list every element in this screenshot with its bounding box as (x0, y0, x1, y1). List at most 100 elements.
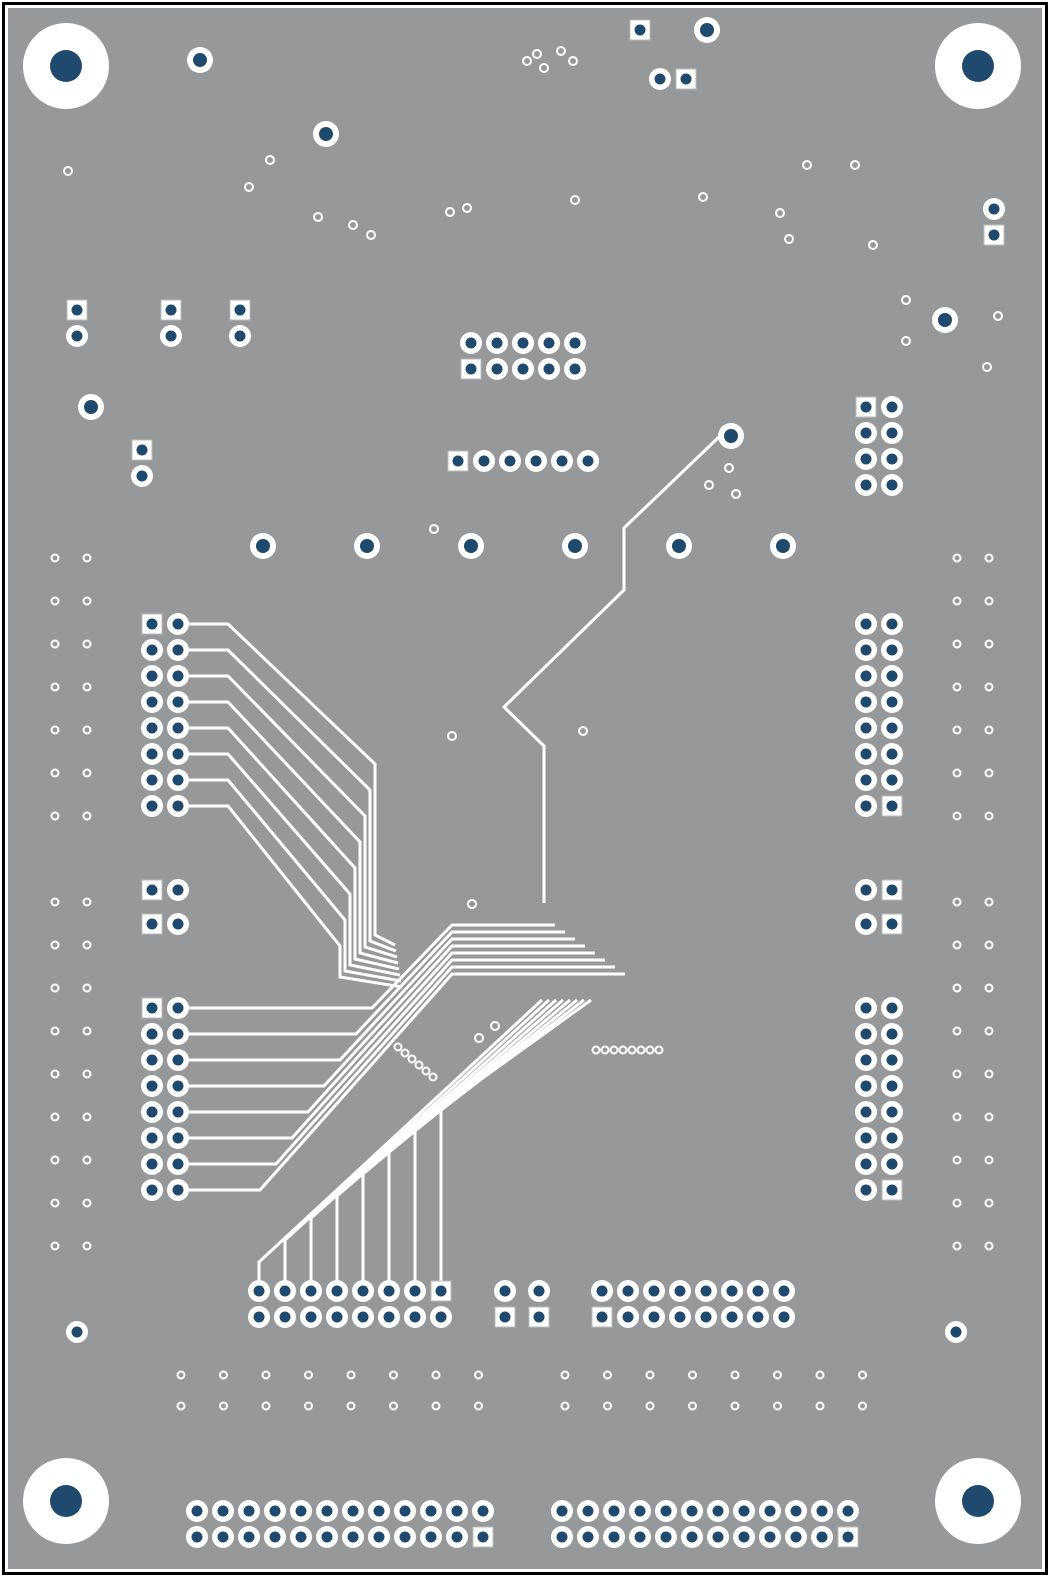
drill-hole (700, 1285, 712, 1297)
via-icon (724, 463, 734, 473)
drill-hole (279, 1311, 291, 1323)
drill-hole (146, 1184, 158, 1196)
via-icon (393, 1042, 403, 1052)
drill-hole (234, 304, 246, 316)
via-icon (815, 1370, 825, 1380)
drill-hole (860, 670, 872, 682)
via-icon (627, 1045, 637, 1055)
drill-hole (860, 696, 872, 708)
via-icon (389, 1401, 398, 1411)
pcb-trace (178, 972, 625, 1192)
via-icon (313, 212, 323, 222)
drill-hole (71, 1326, 83, 1338)
via-icon (50, 1069, 60, 1079)
drill-hole (172, 1028, 184, 1040)
via-icon (82, 725, 92, 735)
via-icon (984, 1026, 994, 1036)
drill-hole (146, 1132, 158, 1144)
via-icon (952, 940, 962, 950)
drill-hole (752, 1285, 764, 1297)
drill-hole (790, 1505, 802, 1517)
via-icon (984, 811, 994, 821)
via-icon (304, 1401, 313, 1411)
via-icon (82, 1026, 92, 1036)
drill-hole (243, 1531, 255, 1543)
via-icon (603, 1401, 612, 1411)
drill-hole (738, 1505, 750, 1517)
via-icon (462, 203, 472, 213)
via-icon (984, 897, 994, 907)
drill-hole (146, 1080, 158, 1092)
via-icon (868, 240, 878, 250)
via-icon (952, 811, 962, 821)
drill-hole (172, 644, 184, 656)
via-icon (600, 1045, 610, 1055)
via-icon (802, 160, 812, 170)
via-icon (82, 768, 92, 778)
via-icon (984, 1069, 994, 1079)
drill-hole (465, 363, 477, 375)
drill-hole (477, 1505, 489, 1517)
drill-hole (764, 1505, 776, 1517)
via-icon (82, 639, 92, 649)
drill-hole (373, 1531, 385, 1543)
drill-hole (146, 670, 158, 682)
drill-hole (726, 1311, 738, 1323)
drill-hole (582, 455, 594, 467)
drill-hole (776, 539, 790, 553)
drill-hole (556, 1531, 568, 1543)
pcb-trace (178, 944, 585, 1088)
drill-hole (399, 1505, 411, 1517)
via-icon (704, 480, 714, 490)
drill-hole (451, 1505, 463, 1517)
pcb-trace (178, 622, 396, 947)
via-icon (730, 1401, 740, 1411)
via-icon (407, 1054, 417, 1064)
drill-hole (517, 337, 529, 349)
drill-hole (331, 1285, 343, 1297)
via-icon (952, 682, 962, 692)
drill-hole (860, 1054, 872, 1066)
drill-hole (146, 1106, 158, 1118)
drill-hole (172, 670, 184, 682)
drill-hole (680, 73, 692, 85)
via-icon (539, 63, 549, 73)
drill-hole (409, 1311, 421, 1323)
via-icon (82, 983, 92, 993)
drill-hole (321, 1505, 333, 1517)
drill-hole (399, 1531, 411, 1543)
drill-hole (886, 1132, 898, 1144)
pcb-trace (501, 434, 722, 903)
via-icon (82, 1241, 92, 1251)
drill-hole (530, 455, 542, 467)
drill-hole (409, 1285, 421, 1297)
drill-hole (172, 748, 184, 760)
drill-hole (886, 1158, 898, 1170)
drill-hole (634, 1531, 646, 1543)
drill-hole (146, 918, 158, 930)
via-icon (532, 49, 542, 59)
drill-hole (146, 1158, 158, 1170)
via-icon (82, 940, 92, 950)
via-icon (50, 1112, 60, 1122)
pcb-trace (439, 998, 592, 1291)
drill-hole (622, 1285, 634, 1297)
via-icon (984, 983, 994, 993)
via-icon (850, 160, 860, 170)
drill-hole (146, 1002, 158, 1014)
drill-hole (712, 1505, 724, 1517)
drill-hole (886, 722, 898, 734)
drill-hole (672, 539, 686, 553)
pcb-trace (413, 998, 585, 1291)
via-icon (952, 768, 962, 778)
drill-hole (674, 1285, 686, 1297)
pcb-trace (361, 998, 571, 1291)
via-icon (952, 1112, 962, 1122)
drill-hole (860, 722, 872, 734)
pcb-trace (178, 923, 555, 1010)
drill-hole (886, 401, 898, 413)
via-icon (636, 1045, 646, 1055)
drill-hole (660, 1531, 672, 1543)
via-icon (82, 1069, 92, 1079)
